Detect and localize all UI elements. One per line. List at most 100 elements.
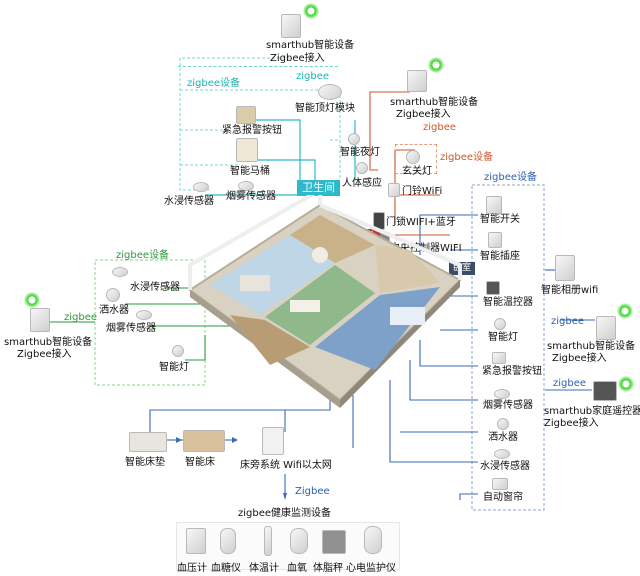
smart-mattress-icon (129, 432, 167, 452)
health-zigbee-label: Zigbee (295, 486, 330, 497)
presence-sensor-icon (356, 162, 368, 174)
bathroom-zigbee-label: zigbee (296, 71, 330, 82)
smoke-sensor-right-icon (494, 389, 510, 399)
bathroom-zigbee-device-label: zigbee设备 (187, 78, 241, 89)
house-cutaway-illustration (170, 186, 470, 410)
ecg-monitor-icon (364, 526, 382, 554)
blood-pressure-icon (186, 528, 206, 554)
smart-light-left-label: 智能灯 (159, 362, 189, 373)
health-item-label: 血糖仪 (211, 563, 241, 574)
health-item-label: 心电监护仪 (346, 563, 396, 574)
oximeter-icon (290, 528, 308, 554)
hub-top-label-line1: smarthub智能设备 (266, 40, 355, 51)
bathroom-zigbee-box (178, 66, 338, 73)
bedside-system-icon (262, 427, 284, 455)
smart-toilet-label: 智能马桶 (230, 166, 270, 177)
photo-frame-icon (555, 255, 575, 281)
remote-zigbee-label: zigbee (553, 378, 587, 389)
health-item-label: 体脂秤 (313, 563, 343, 574)
door-lock-label: 门锁WIFI+蓝牙 (386, 217, 456, 228)
left-zigbee-label: zigbee (64, 312, 98, 323)
hub-signal-icon (428, 57, 444, 73)
hub-top-label-line2: Zigbee接入 (270, 53, 325, 64)
smarthub-device-top (281, 14, 301, 38)
health-item-label: 血氧 (287, 563, 307, 574)
bedside-system-label: 床旁系统 Wifi以太网 (240, 460, 332, 471)
right-zigbee-device-label: zigbee设备 (484, 172, 538, 183)
hub-right-label-line1: smarthub智能设备 (547, 341, 636, 352)
smart-socket-icon (488, 232, 502, 248)
smart-socket-label: 智能插座 (480, 251, 520, 262)
house-floorplan (188, 186, 462, 408)
smarthub-device-mid (407, 70, 427, 92)
hub-left-label-line2: Zigbee接入 (17, 349, 72, 360)
thermostat-label: 智能温控器 (483, 297, 533, 308)
night-light-icon (348, 133, 360, 145)
presence-sensor-label: 人体感应 (342, 178, 382, 189)
hub-remote-label-line2: Zigbee接入 (544, 418, 599, 429)
hub-left-label-line1: smarthub智能设备 (4, 337, 93, 348)
doorbell-icon (388, 183, 400, 197)
hub-mid-label-line2: Zigbee接入 (396, 109, 451, 120)
emergency-button-right-label: 紧急报警按钮 (482, 366, 542, 377)
hub-remote-label-line1: smarthub家庭遥控器 (544, 406, 640, 417)
water-sensor-right-icon (494, 449, 510, 459)
smart-switch-icon (486, 196, 502, 214)
entrance-light-icon (406, 150, 420, 164)
sprinkler-left-icon (106, 288, 120, 302)
sprinkler-left-label: 洒水器 (99, 305, 129, 316)
smoke-sensor-left-label: 烟雾传感器 (106, 323, 156, 334)
thermometer-icon (264, 526, 272, 556)
entrance-zigbee-label: zigbee (423, 122, 457, 133)
hub-right-label-line2: Zigbee接入 (552, 353, 607, 364)
smart-light-right-icon (494, 318, 506, 330)
sprinkler-right-label: 洒水器 (488, 432, 518, 443)
curtain-icon (492, 478, 508, 490)
emergency-button-right-icon (492, 352, 506, 364)
hub-signal-icon (617, 303, 633, 319)
hub-signal-icon (618, 376, 634, 392)
entrance-zigbee-box (395, 144, 437, 174)
emergency-button-icon (236, 106, 256, 124)
curtain-label: 自动窗帘 (483, 492, 523, 503)
hub-mid-label-line1: smarthub智能设备 (390, 97, 479, 108)
hub-signal-icon (24, 292, 40, 308)
water-sensor-top-icon (193, 182, 209, 192)
smoke-sensor-top-label: 烟雾传感器 (226, 191, 276, 202)
health-devices-panel (176, 522, 400, 570)
health-item-label: 体温计 (249, 563, 279, 574)
glucose-meter-icon (220, 528, 236, 554)
right-hub-zigbee-label: zigbee (551, 316, 585, 327)
water-sensor-left-icon (112, 267, 128, 277)
sprinkler-right-icon (497, 418, 509, 430)
smoke-sensor-top-icon (238, 181, 254, 191)
water-sensor-top-label: 水浸传感器 (164, 196, 214, 207)
smart-toilet-icon (236, 138, 258, 162)
smart-light-right-label: 智能灯 (488, 332, 518, 343)
smoke-sensor-right-label: 烟雾传感器 (483, 400, 533, 411)
smart-bed-label: 智能床 (185, 457, 215, 468)
home-remote-icon (593, 381, 617, 401)
water-sensor-left-label: 水浸传感器 (130, 282, 180, 293)
left-zigbee-device-label: zigbee设备 (116, 250, 170, 261)
smarthub-device-left (30, 308, 50, 332)
night-light-label: 智能夜灯 (340, 147, 380, 158)
entrance-zigbee-device-label: zigbee设备 (440, 152, 494, 163)
smart-switch-label: 智能开关 (480, 214, 520, 225)
entrance-light-label: 玄关灯 (402, 166, 432, 177)
health-devices-label: zigbee健康监测设备 (238, 508, 332, 519)
bathroom-tag: 卫生间 (297, 180, 340, 196)
photo-frame-label: 智能相册wifi (541, 285, 599, 296)
bedroom-tag: 卧室 (449, 262, 476, 275)
smarthub-device-right (596, 316, 616, 340)
ceiling-light-icon (318, 84, 342, 100)
smart-light-left-icon (172, 345, 184, 357)
hub-signal-icon (303, 3, 319, 19)
ceiling-light-label: 智能顶灯模块 (295, 103, 355, 114)
water-sensor-right-label: 水浸传感器 (480, 461, 530, 472)
smoke-sensor-left-icon (136, 310, 152, 320)
smart-mattress-label: 智能床垫 (125, 457, 165, 468)
body-fat-scale-icon (322, 530, 346, 554)
emergency-button-label: 紧急报警按钮 (222, 125, 282, 136)
